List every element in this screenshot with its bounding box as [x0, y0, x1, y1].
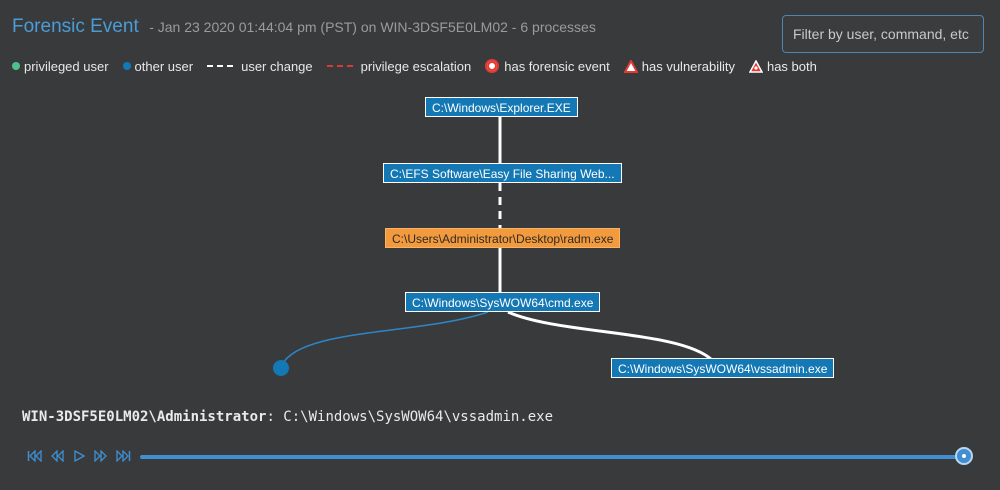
process-node-vssadmin[interactable]: C:\Windows\SysWOW64\vssadmin.exe — [611, 358, 835, 378]
legend-label: other user — [134, 58, 194, 74]
blue-dot-icon — [122, 62, 131, 70]
selected-user: WIN-3DSF5E0LM02\Administrator — [22, 409, 267, 425]
header: Forensic Event - Jan 23 2020 01:44:04 pm… — [12, 16, 596, 38]
process-node-cmd[interactable]: C:\Windows\SysWOW64\cmd.exe — [405, 292, 601, 312]
process-node-explorer[interactable]: C:\Windows\Explorer.EXE — [425, 97, 578, 117]
legend: privileged user other user user change p… — [12, 58, 831, 74]
warning-filled-triangle-icon — [748, 59, 763, 73]
process-node-efs[interactable]: C:\EFS Software\Easy File Sharing Web... — [383, 163, 622, 183]
legend-label: has vulnerability — [641, 58, 735, 74]
white-dashed-line-icon — [207, 65, 234, 67]
legend-label: user change — [241, 58, 313, 74]
legend-privileged-user: privileged user — [12, 59, 109, 74]
process-node-radm[interactable]: C:\Users\Administrator\Desktop\radm.exe — [385, 228, 621, 248]
edge-cmd-child — [281, 311, 489, 366]
step-forward-icon[interactable] — [90, 448, 112, 464]
legend-vulnerability: has vulnerability — [623, 58, 735, 74]
step-back-icon[interactable] — [46, 448, 68, 464]
timeline-slider-handle[interactable] — [955, 447, 973, 465]
legend-label: privilege escalation — [360, 58, 472, 74]
event-subtitle: - Jan 23 2020 01:44:04 pm (PST) on WIN-3… — [149, 19, 596, 35]
skip-to-end-icon[interactable] — [112, 448, 134, 464]
filter-input[interactable] — [782, 15, 984, 53]
selected-command: C:\Windows\SysWOW64\vssadmin.exe — [283, 409, 554, 425]
legend-label: has forensic event — [504, 58, 610, 74]
legend-both: has both — [748, 58, 817, 74]
selected-separator: : — [266, 409, 284, 425]
process-tree-edges — [273, 116, 714, 376]
green-dot-icon — [12, 62, 20, 70]
legend-forensic-event: has forensic event — [485, 59, 610, 74]
skip-to-start-icon[interactable] — [24, 448, 46, 464]
play-icon[interactable] — [68, 448, 90, 464]
forensic-ring-icon — [485, 59, 500, 73]
red-dashed-line-icon — [326, 65, 353, 67]
timeline-slider-track[interactable] — [140, 455, 965, 459]
legend-privilege-escalation: privilege escalation — [326, 58, 472, 74]
playback-controls — [24, 448, 134, 464]
process-dot-node[interactable] — [273, 360, 289, 376]
legend-label: privileged user — [24, 58, 109, 74]
page-title: Forensic Event — [12, 16, 139, 37]
selected-process-line: WIN-3DSF5E0LM02\Administrator: C:\Window… — [22, 409, 553, 425]
legend-label: has both — [766, 58, 817, 74]
legend-user-change: user change — [207, 59, 313, 74]
legend-other-user: other user — [122, 58, 194, 74]
warning-triangle-icon — [623, 59, 638, 73]
edge-cmd-vssadmin — [507, 310, 714, 362]
